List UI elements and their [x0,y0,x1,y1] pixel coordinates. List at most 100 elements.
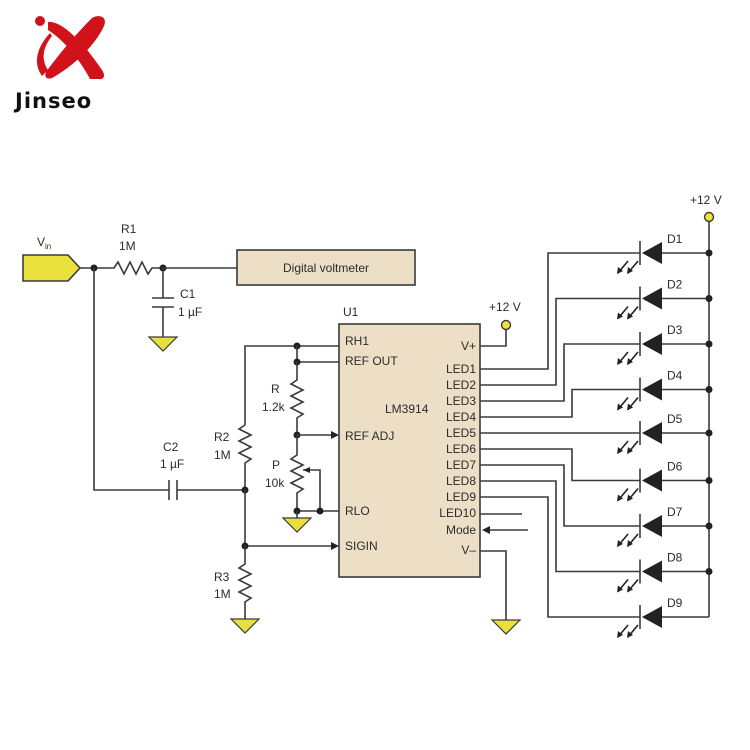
pin-led4: LED4 [446,410,476,424]
vin-input-connector[interactable] [22,254,82,282]
wire-refout [296,346,339,363]
led-label: D3 [667,323,683,337]
wiper-arrow-icon [303,467,310,473]
capacitor-c1 [152,268,174,337]
light-arrowhead-icon [617,494,623,502]
pin-vplus: V+ [461,339,476,353]
wire-rh1 [244,345,339,425]
pin-led9: LED9 [446,490,476,504]
light-arrowhead-icon [617,403,623,411]
light-arrowhead-icon [617,358,623,365]
junction-dot [705,522,713,530]
wire-vminus [480,550,507,620]
resistor-r2 [237,424,253,490]
led-wire [480,496,640,618]
light-arrowhead-icon [627,447,633,454]
light-arrowhead-icon [617,447,623,454]
pin-led7: LED7 [446,458,476,472]
ic-part-number: LM3914 [385,402,429,416]
junction-dot [705,340,713,348]
r-name: R [271,382,280,396]
pin-mode: Mode [446,523,476,537]
pin-vminus: V– [461,543,476,557]
light-arrowhead-icon [627,312,633,320]
led-wire [480,343,640,402]
led-wire [480,388,640,418]
r3-name: R3 [214,570,230,584]
vin-label: Vin [37,235,51,251]
pin-led3: LED3 [446,394,476,408]
light-arrowhead-icon [627,585,633,593]
jinseo-logo: Jinseo [13,16,105,113]
led-diode-icon [642,287,662,310]
ground-icon [147,336,179,352]
c1-name: C1 [180,287,196,301]
led-wire [480,252,640,370]
light-arrowhead-icon [617,267,623,274]
ground-icon [229,618,261,634]
led-diode-icon [642,422,662,444]
logo-mark-icon [35,16,105,80]
supply-terminal-icon [500,319,512,331]
brand-name: Jinseo [13,89,92,113]
led-diode-icon [642,333,662,355]
potentiometer-p [289,435,305,511]
capacitor-c2 [165,480,245,500]
light-arrowhead-icon [627,267,633,274]
light-arrowhead-icon [627,494,633,502]
led-label: D8 [667,551,683,565]
led-label: D2 [667,278,683,292]
led-diode-icon [642,242,662,264]
light-arrowhead-icon [617,540,623,547]
junction-dot [705,295,713,302]
led-wire [480,464,640,527]
led-wire [480,448,640,482]
resistor-r1 [110,260,163,276]
r1-name: R1 [121,222,137,236]
pin-rlo: RLO [345,504,370,518]
light-arrowhead-icon [617,631,623,638]
pin-led2: LED2 [446,378,476,392]
led-label: D7 [667,505,683,519]
led-diode-icon [642,560,662,583]
ic-lm3914 [338,323,481,578]
led-label: D4 [667,369,683,383]
light-arrowhead-icon [617,312,623,320]
arrow-icon [331,542,339,550]
light-arrowhead-icon [627,403,633,411]
r2-name: R2 [214,430,230,444]
ground-icon [490,619,522,635]
pin-led5: LED5 [446,426,476,440]
arrow-icon [331,431,339,439]
led-diode-icon [642,606,662,628]
ground-icon [281,517,313,533]
pin-sigin: SIGIN [345,539,378,553]
led-wire [480,297,640,386]
pin-led1: LED1 [446,362,476,376]
resistor-r3 [237,546,253,619]
ic-supply-label: +12 V [489,300,521,314]
c2-value: 1 µF [160,457,184,471]
wiper-wire [303,469,321,511]
wire-vplus [480,330,507,347]
led-diode-icon [642,515,662,537]
junction-dot [705,429,713,437]
pin-led6: LED6 [446,442,476,456]
digital-voltmeter-box [236,249,416,286]
light-arrowhead-icon [627,540,633,547]
supply-terminal-icon [703,211,715,223]
c2-name: C2 [163,440,179,454]
p-name: P [272,458,280,472]
pin-led10: LED10 [439,506,476,520]
voltmeter-label: Digital voltmeter [283,261,369,275]
pin-ref-out: REF OUT [345,354,398,368]
wire-vin-to-c2 [93,268,165,491]
r3-value: 1M [214,587,231,601]
junction-dot [316,507,324,515]
junction-dot [705,477,713,484]
led-label: D9 [667,596,683,610]
led-label: D6 [667,460,683,474]
resistor-r [289,362,305,435]
